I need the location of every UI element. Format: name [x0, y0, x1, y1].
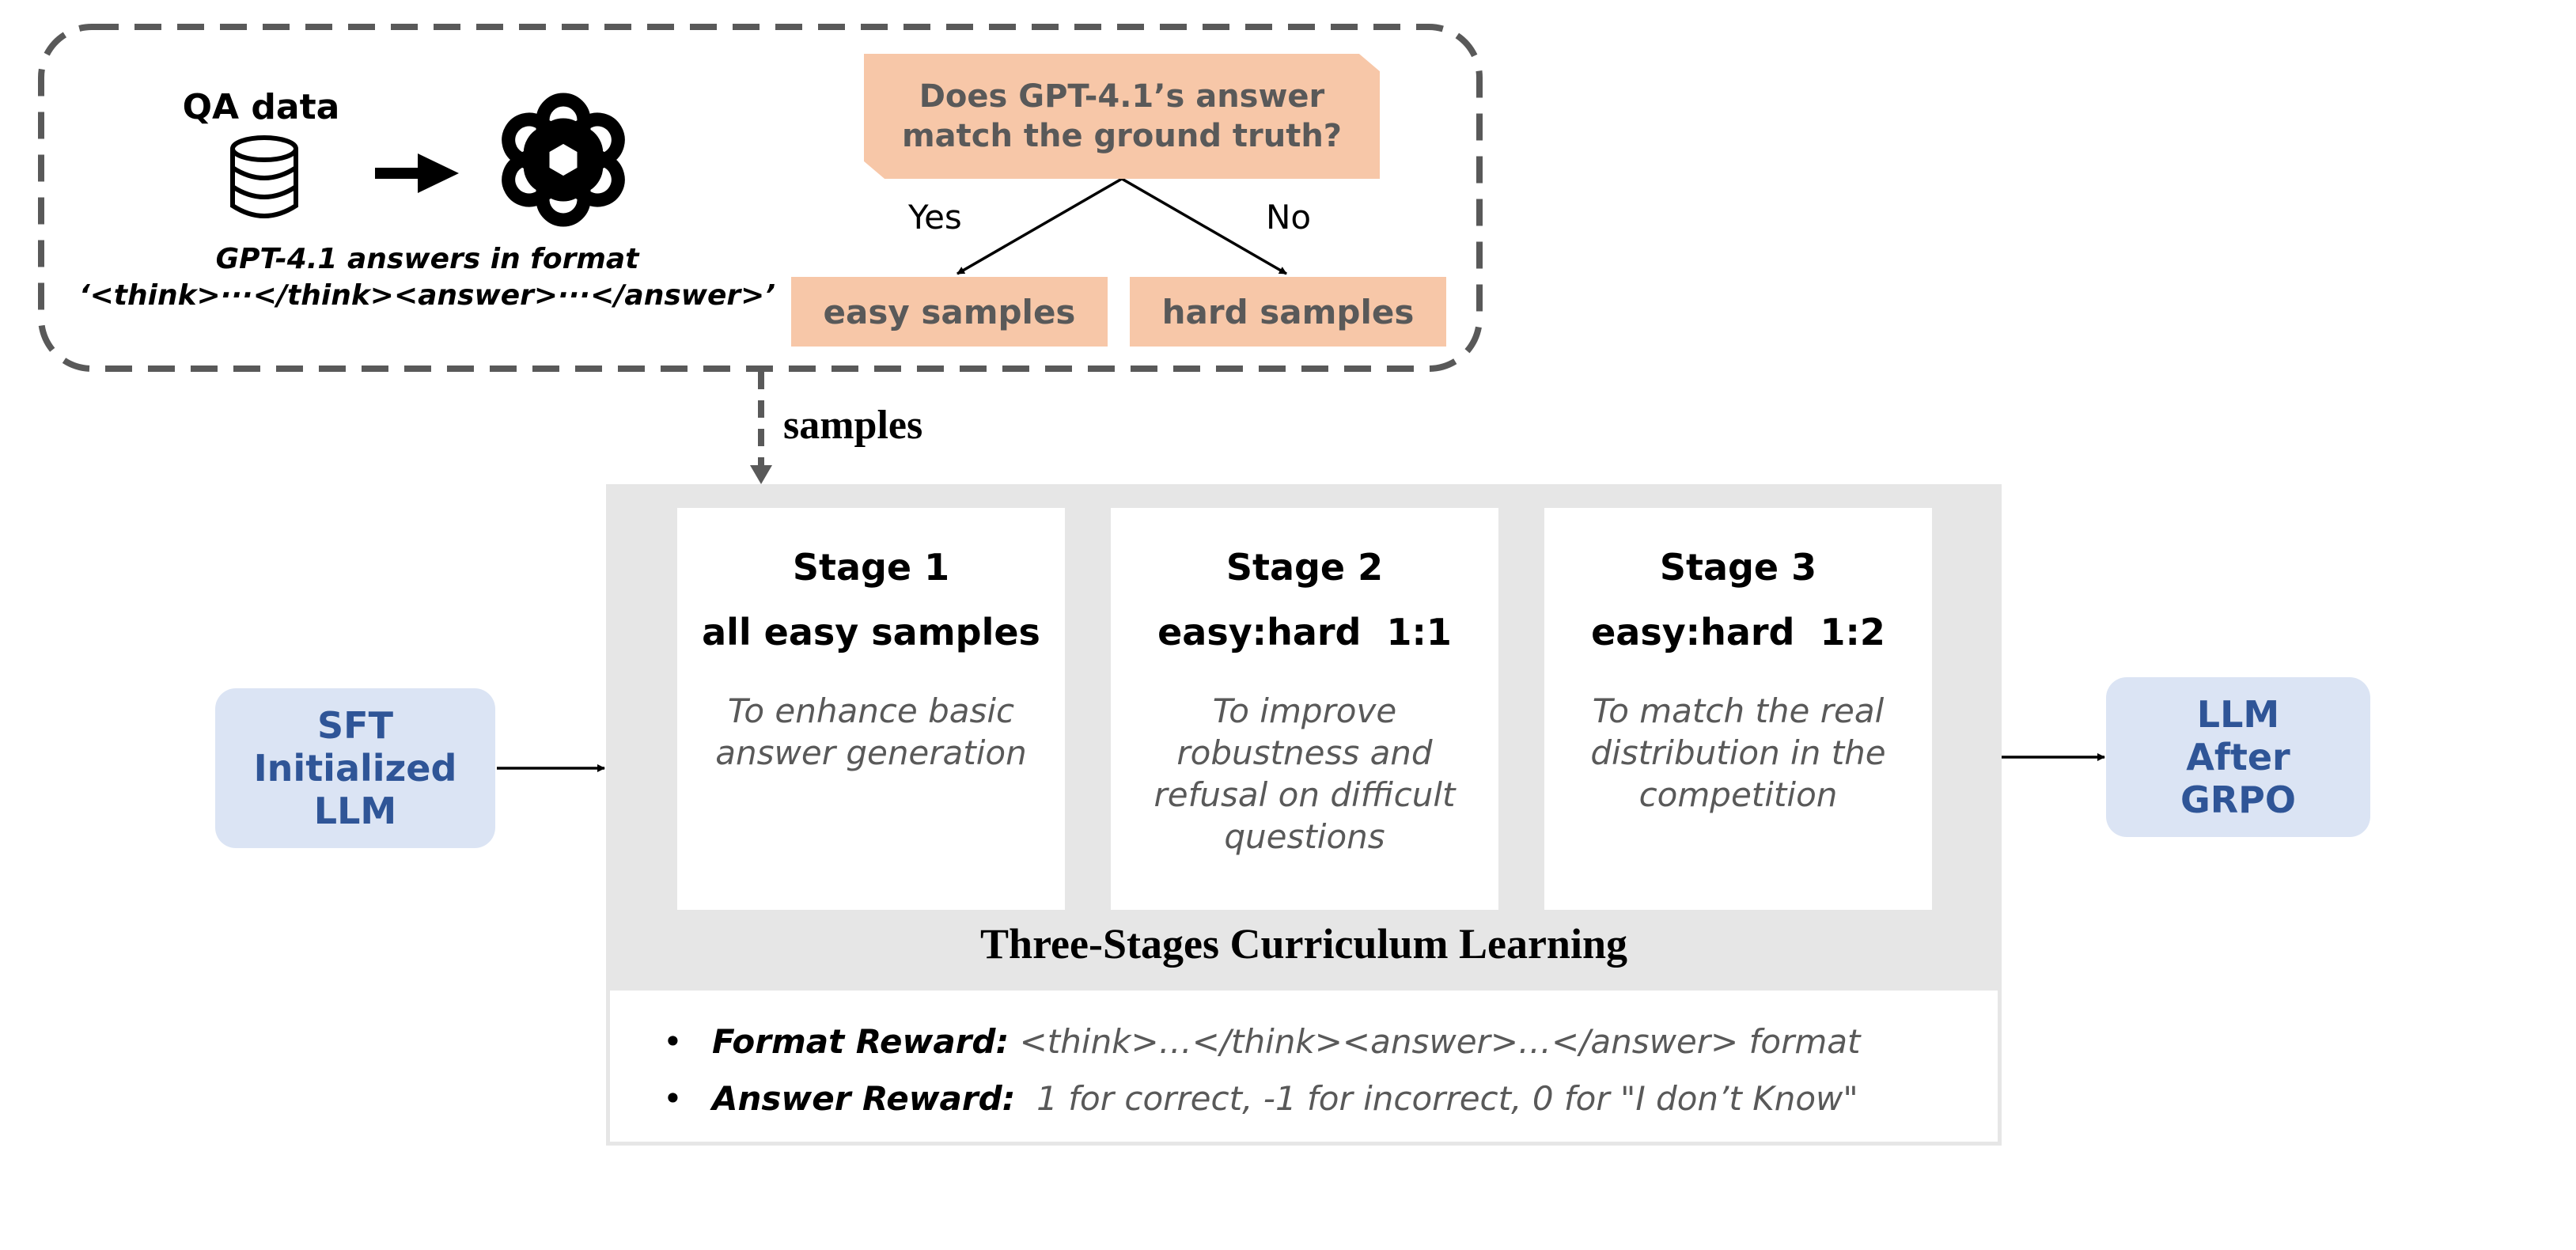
curriculum-title: Three-Stages Curriculum Learning	[980, 920, 1627, 968]
bullet: •	[663, 1022, 683, 1061]
stage-sample-mix: easy:hard 1:1	[1157, 611, 1452, 653]
question-line-1: Does GPT-4.1’s answer	[919, 78, 1325, 115]
answer-reward-item: • Answer Reward: 1 for correct, -1 for in…	[663, 1079, 1858, 1118]
stage-goal: To improve robustness and refusal on dif…	[1154, 691, 1456, 856]
stage-3-card: Stage 3 easy:hard 1:2 To match the real …	[1544, 508, 1932, 910]
data-construction-panel	[38, 24, 1483, 372]
no-branch-arrow	[1121, 177, 1287, 275]
grpo-box-line-1: LLM	[2196, 693, 2280, 736]
stage-sample-mix: easy:hard 1:2	[1591, 611, 1885, 653]
reward-description: <think>…</think><answer>…</answer> forma…	[1009, 1022, 1861, 1061]
stage-goal: To match the real distribution in the co…	[1590, 691, 1886, 814]
stage-2-card: Stage 2 easy:hard 1:1 To improve robustn…	[1111, 508, 1498, 910]
yes-branch-arrow	[957, 177, 1123, 275]
question-line-2: match the ground truth?	[901, 118, 1343, 154]
grpo-box-line-3: GRPO	[2180, 778, 2296, 821]
sft-initialized-llm-box: SFT Initialized LLM	[215, 688, 495, 848]
no-label: No	[1266, 198, 1312, 237]
stage-title: Stage 2	[1225, 546, 1384, 589]
samples-arrow	[750, 372, 772, 484]
stage-1-card: Stage 1 all easy samples To enhance basi…	[677, 508, 1065, 910]
easy-samples-box: easy samples	[791, 277, 1108, 347]
format-reward-item: • Format Reward: <think>…</think><answer>…	[663, 1022, 1860, 1061]
ground-truth-question-box: Does GPT-4.1’s answer match the ground t…	[864, 54, 1380, 179]
stage-title: Stage 1	[792, 546, 950, 589]
samples-label: samples	[783, 403, 923, 448]
sft-box-line-3: LLM	[313, 790, 397, 832]
stage-title: Stage 3	[1659, 546, 1817, 589]
llm-after-grpo-box: LLM After GRPO	[2106, 677, 2370, 837]
reward-name: Format Reward:	[712, 1022, 1010, 1061]
yes-label: Yes	[908, 198, 962, 237]
hard-samples-box: hard samples	[1130, 277, 1446, 347]
gpt-answer-format-caption: GPT-4.1 answers in format ‘<think>···</t…	[47, 241, 807, 314]
bullet: •	[663, 1079, 683, 1118]
database-icon	[230, 135, 298, 218]
gpt-caption-line-1: GPT-4.1 answers in format	[215, 243, 639, 275]
stage-goal: To enhance basic answer generation	[715, 691, 1027, 772]
reward-description: 1 for correct, -1 for incorrect, 0 for "…	[1015, 1079, 1858, 1118]
qa-data-title: QA data	[182, 87, 340, 127]
grpo-box-line-2: After	[2186, 736, 2290, 778]
right-arrow-icon	[375, 153, 459, 193]
stage-sample-mix: all easy samples	[702, 611, 1040, 653]
rewards-panel	[606, 991, 2002, 1146]
sft-box-line-1: SFT	[317, 704, 393, 747]
openai-logo-icon	[502, 93, 625, 227]
reward-name: Answer Reward:	[712, 1079, 1016, 1118]
sft-box-line-2: Initialized	[253, 747, 457, 790]
gpt-caption-line-2: ‘<think>···</think><answer>···</answer>’	[78, 279, 776, 312]
